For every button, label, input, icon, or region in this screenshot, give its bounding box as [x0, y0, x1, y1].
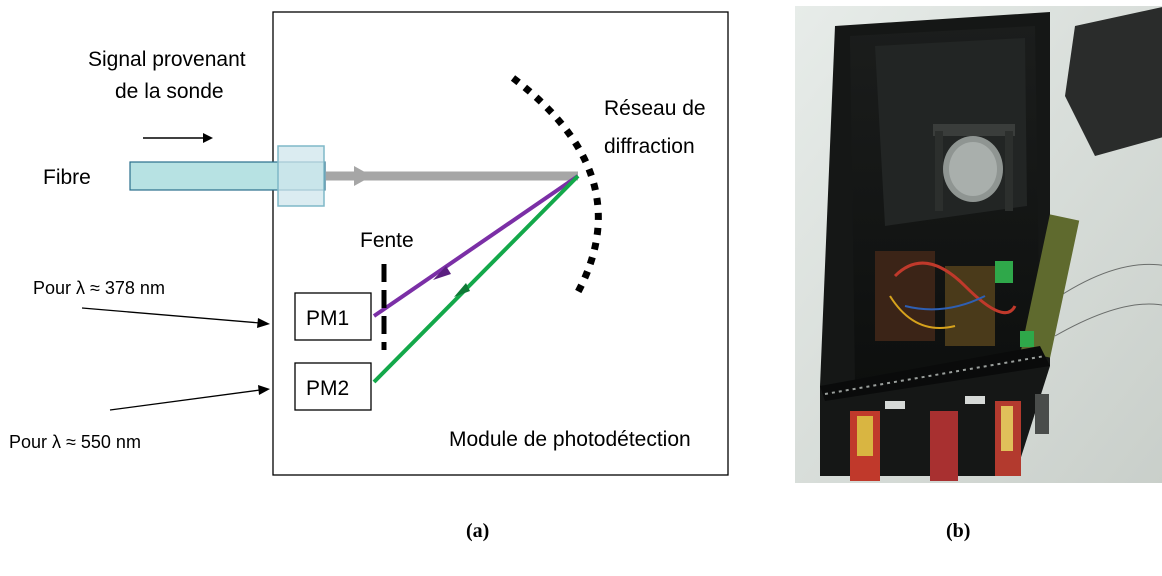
grating-mount: [933, 124, 1015, 136]
pm2-pointer-arrow: [109, 389, 261, 411]
front-connector: [930, 411, 958, 481]
green-beam-arrow: [454, 283, 470, 297]
module-label: Module de photodétection: [449, 428, 691, 451]
pm1-pointer-arrowhead: [257, 318, 270, 328]
pm2-label: PM2: [306, 377, 349, 400]
front-connector-pin: [1001, 406, 1013, 451]
green-connector: [995, 261, 1013, 283]
grating-surface: [949, 142, 997, 196]
incident-beam-arrow: [354, 166, 372, 186]
grating-bracket: [935, 131, 943, 211]
dark-object: [1065, 7, 1162, 156]
input-signal-label-line1: Signal provenant: [88, 48, 246, 71]
grating-label-line2: diffraction: [604, 135, 695, 158]
violet-beam: [372, 174, 580, 318]
pm1-box: [294, 292, 372, 341]
violet-beam-arrow: [433, 266, 451, 280]
front-switch: [1035, 394, 1049, 434]
pm1-pointer-arrow: [81, 307, 261, 324]
pm2-wavelength-label: Pour λ ≈ 550 nm: [9, 432, 141, 452]
caption-a: (a): [466, 520, 490, 542]
slit-label: Fente: [360, 229, 414, 252]
fiber-label: Fibre: [43, 166, 91, 189]
input-direction-arrowhead: [203, 133, 213, 143]
caption-b: (b): [946, 520, 971, 542]
schematic-diagram: Signal provenant de la sonde Fibre Résea…: [9, 11, 729, 476]
diffraction-grating: [510, 75, 602, 294]
pm1-wavelength-label: Pour λ ≈ 378 nm: [33, 278, 165, 298]
cable: [1054, 303, 1162, 337]
pm2-pointer-arrowhead: [258, 385, 270, 395]
front-connector-pin: [857, 416, 873, 456]
red-wire: [893, 261, 1017, 315]
grating-label-line1: Réseau de: [604, 97, 706, 120]
pm1-label: PM1: [306, 307, 349, 330]
circuit-board: [1020, 214, 1080, 358]
green-beam: [372, 174, 580, 384]
yellow-wire: [889, 295, 956, 329]
grating-bracket: [1005, 131, 1013, 211]
device-photo-illustration: [795, 6, 1162, 483]
front-label: [885, 401, 905, 409]
green-connector: [1020, 331, 1034, 347]
device-photo: [795, 6, 1162, 483]
box-rim: [820, 346, 1050, 401]
input-signal-label-line2: de la sonde: [115, 80, 224, 103]
schematic-panel: Signal provenant de la sonde Fibre Résea…: [9, 11, 729, 476]
box-rim-edge: [824, 355, 1046, 395]
pm2-box: [294, 362, 372, 411]
fiber-connector: [277, 145, 325, 207]
front-label: [965, 396, 985, 404]
blue-wire: [904, 295, 986, 311]
